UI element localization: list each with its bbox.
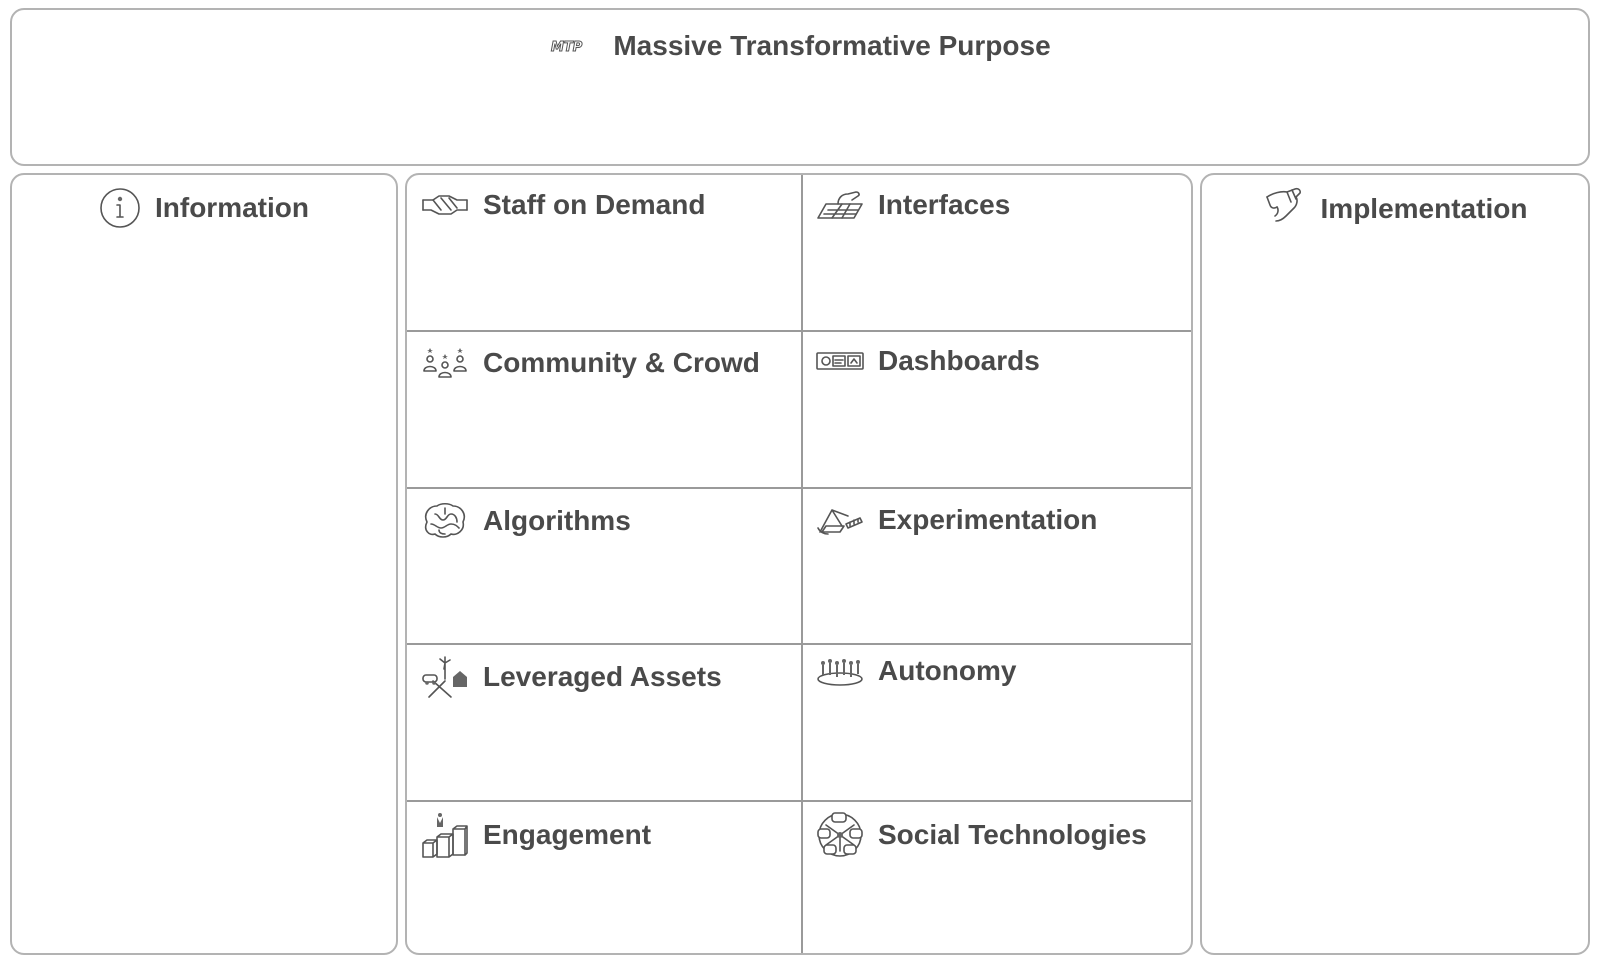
implementation-header: Implementation [1202, 187, 1588, 231]
info-icon [99, 187, 141, 229]
community-icon [421, 345, 469, 381]
cell-engagement: Engagement [421, 811, 651, 859]
cell-interfaces: Interfaces [816, 189, 1010, 221]
mtp-header: MTP Massive Transformative Purpose [12, 30, 1588, 62]
cell-title: Leveraged Assets [483, 661, 722, 692]
cell-title: Dashboards [878, 345, 1040, 376]
implementation-section: Implementation [1200, 173, 1590, 955]
hand-pointer-icon [1263, 187, 1307, 231]
cell-autonomy: Autonomy [816, 655, 1016, 687]
autonomy-icon [816, 655, 864, 687]
cell-community-crowd: Community & Crowd [421, 345, 760, 381]
cell-social-technologies: Social Technologies [816, 811, 1147, 859]
experiment-icon [816, 502, 864, 538]
cell-title: Staff on Demand [483, 189, 706, 220]
mtp-section: MTP Massive Transformative Purpose [10, 8, 1590, 166]
handshake-icon [421, 190, 469, 220]
cell-dashboards: Dashboards [816, 345, 1040, 377]
touch-grid-icon [816, 190, 864, 220]
brain-icon [421, 502, 469, 540]
information-title: Information [155, 192, 309, 223]
information-header: Information [12, 187, 396, 229]
cell-title: Social Technologies [878, 819, 1147, 850]
information-section: Information [10, 173, 398, 955]
cell-experimentation: Experimentation [816, 502, 1097, 538]
social-globe-icon [816, 811, 864, 859]
cell-title: Algorithms [483, 505, 631, 536]
cell-algorithms: Algorithms [421, 502, 631, 540]
implementation-title: Implementation [1320, 193, 1528, 224]
cell-title: Engagement [483, 819, 652, 850]
grid-divider-row-1 [407, 330, 1191, 332]
mtp-title: Massive Transformative Purpose [613, 30, 1051, 61]
grid-divider-row-3 [407, 643, 1191, 645]
grid-divider-vertical [801, 175, 803, 953]
cell-title: Autonomy [878, 655, 1017, 686]
dashboard-icon [816, 351, 864, 371]
cell-title: Interfaces [878, 189, 1011, 220]
svg-text:MTP: MTP [551, 40, 583, 55]
cell-title: Community & Crowd [483, 347, 760, 378]
cell-leveraged-assets: Leveraged Assets [421, 655, 722, 699]
grid-divider-row-2 [407, 487, 1191, 489]
engagement-icon [421, 811, 469, 859]
mtp-icon: MTP [549, 37, 599, 56]
cell-title: Experimentation [878, 504, 1098, 535]
cell-staff-on-demand: Staff on Demand [421, 189, 705, 221]
center-grid: Staff on Demand Interfaces Community & C… [405, 173, 1193, 955]
grid-divider-row-4 [407, 800, 1191, 802]
assets-icon [421, 655, 469, 699]
